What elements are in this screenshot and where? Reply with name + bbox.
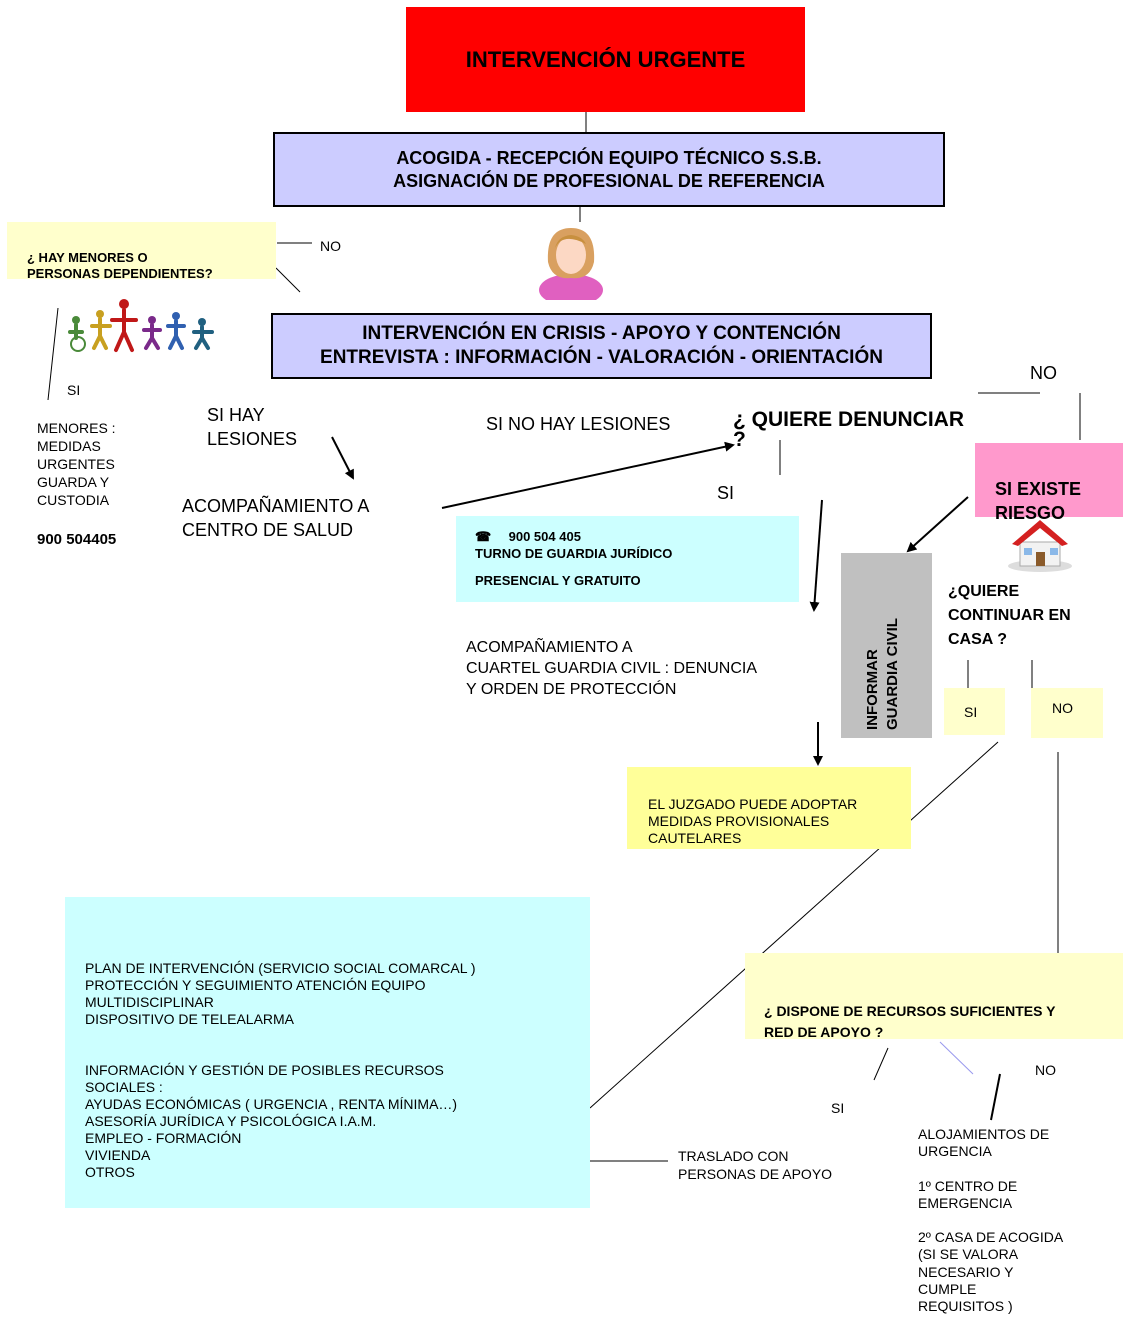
intervencion-urgente-box: INTERVENCIÓN URGENTE	[406, 7, 805, 112]
informar-guardia-civil-label: INFORMAR GUARDIA CIVIL	[864, 618, 901, 730]
arrow-denuncia-si	[809, 499, 823, 612]
menores-question: ¿ HAY MENORES O PERSONAS DEPENDIENTES?	[27, 250, 213, 281]
line-menores-si	[47, 307, 59, 401]
line-casa-si-plan	[589, 741, 999, 1109]
recursos-question: ¿ DISPONE DE RECURSOS SUFICIENTES Y RED …	[764, 1003, 1056, 1040]
arrow-lesiones	[331, 436, 354, 480]
casa-no-label: NO	[1052, 700, 1073, 716]
line-menores-crisis	[275, 267, 301, 293]
casa-si-box: SI	[944, 688, 1005, 735]
acogida-line2: ASIGNACIÓN DE PROFESIONAL DE REFERENCIA	[393, 170, 825, 191]
crisis-box: INTERVENCIÓN EN CRISIS - APOYO Y CONTENC…	[271, 313, 932, 379]
line-recursos-si	[873, 1047, 889, 1081]
guardia-line1: TURNO DE GUARDIA JURÍDICO	[475, 546, 673, 561]
plan-intervencion-text: PLAN DE INTERVENCIÓN (SERVICIO SOCIAL CO…	[85, 960, 476, 1180]
plan-intervencion-box: PLAN DE INTERVENCIÓN (SERVICIO SOCIAL CO…	[65, 897, 590, 1208]
traslado-text: TRASLADO CON PERSONAS DE APOYO	[678, 1148, 833, 1182]
telephone-icon: ☎	[475, 529, 492, 544]
recursos-si-label: SI	[831, 1100, 845, 1116]
acomp-salud-text: ACOMPAÑAMIENTO A CENTRO DE SALUD	[182, 496, 370, 540]
line-recursos-no	[990, 1073, 1001, 1121]
guardia-phone-row: ☎ 900 504 405	[475, 529, 799, 545]
casa-no-box: NO	[1031, 688, 1103, 738]
recursos-question-box: ¿ DISPONE DE RECURSOS SUFICIENTES Y RED …	[745, 953, 1123, 1040]
si-hay-lesiones-label: SI HAY LESIONES	[207, 405, 298, 449]
si-existe-riesgo-label: SI EXISTE RIESGO	[995, 479, 1082, 523]
woman-avatar-icon	[538, 222, 604, 306]
acogida-line1: ACOGIDA - RECEPCIÓN EQUIPO TÉCNICO S.S.B…	[396, 147, 822, 168]
si-no-hay-lesiones-label: SI NO HAY LESIONES	[486, 414, 671, 434]
menores-question-box: ¿ HAY MENORES O PERSONAS DEPENDIENTES?	[7, 222, 276, 281]
recursos-no-label: NO	[1035, 1062, 1056, 1078]
house-icon	[1006, 516, 1074, 572]
acomp-cuartel-text: ACOMPAÑAMIENTO A CUARTEL GUARDIA CIVIL :…	[466, 639, 758, 698]
crisis-line1: INTERVENCIÓN EN CRISIS - APOYO Y CONTENC…	[362, 323, 841, 344]
guardia-phone: 900 504 405	[508, 529, 581, 544]
casa-si-label: SI	[964, 704, 978, 720]
juzgado-box: EL JUZGADO PUEDE ADOPTAR MEDIDAS PROVISI…	[627, 767, 911, 849]
informar-guardia-civil-box: INFORMAR GUARDIA CIVIL	[841, 553, 932, 738]
guardia-line2: PRESENCIAL Y GRATUITO	[475, 573, 641, 588]
crisis-line2: ENTREVISTA : INFORMACIÓN - VALORACIÓN - …	[320, 347, 883, 368]
alojamientos-text: ALOJAMIENTOS DE URGENCIA 1º CENTRO DE EM…	[918, 1126, 1064, 1315]
si-existe-riesgo-box: SI EXISTE RIESGO	[975, 443, 1123, 523]
line-recursos-no-light	[939, 1041, 974, 1075]
continuar-en-casa-question: ¿QUIERE CONTINUAR EN CASA ?	[948, 583, 1071, 648]
juzgado-text: EL JUZGADO PUEDE ADOPTAR MEDIDAS PROVISI…	[648, 796, 858, 846]
menores-si-label: SI	[67, 382, 81, 398]
menores-no-label: NO	[320, 238, 341, 254]
menores-medidas-text: MENORES : MEDIDAS URGENTES GUARDA Y CUST…	[37, 420, 116, 508]
acogida-box: ACOGIDA - RECEPCIÓN EQUIPO TÉCNICO S.S.B…	[273, 132, 945, 207]
intervencion-urgente-title: INTERVENCIÓN URGENTE	[465, 46, 746, 72]
family-group-icon	[66, 292, 218, 354]
turno-guardia-box: ☎ 900 504 405 TURNO DE GUARDIA JURÍDICO …	[456, 516, 799, 602]
denuncia-si-label: SI	[717, 483, 735, 503]
quiere-denunciar-question: ¿ QUIERE DENUNCIAR ?	[733, 410, 965, 448]
menores-phone: 900 504405	[37, 531, 117, 548]
arrow-salud-denunciar	[441, 441, 735, 509]
arrow-riesgo-gc	[906, 496, 969, 553]
denuncia-no-label: NO	[1030, 363, 1057, 383]
